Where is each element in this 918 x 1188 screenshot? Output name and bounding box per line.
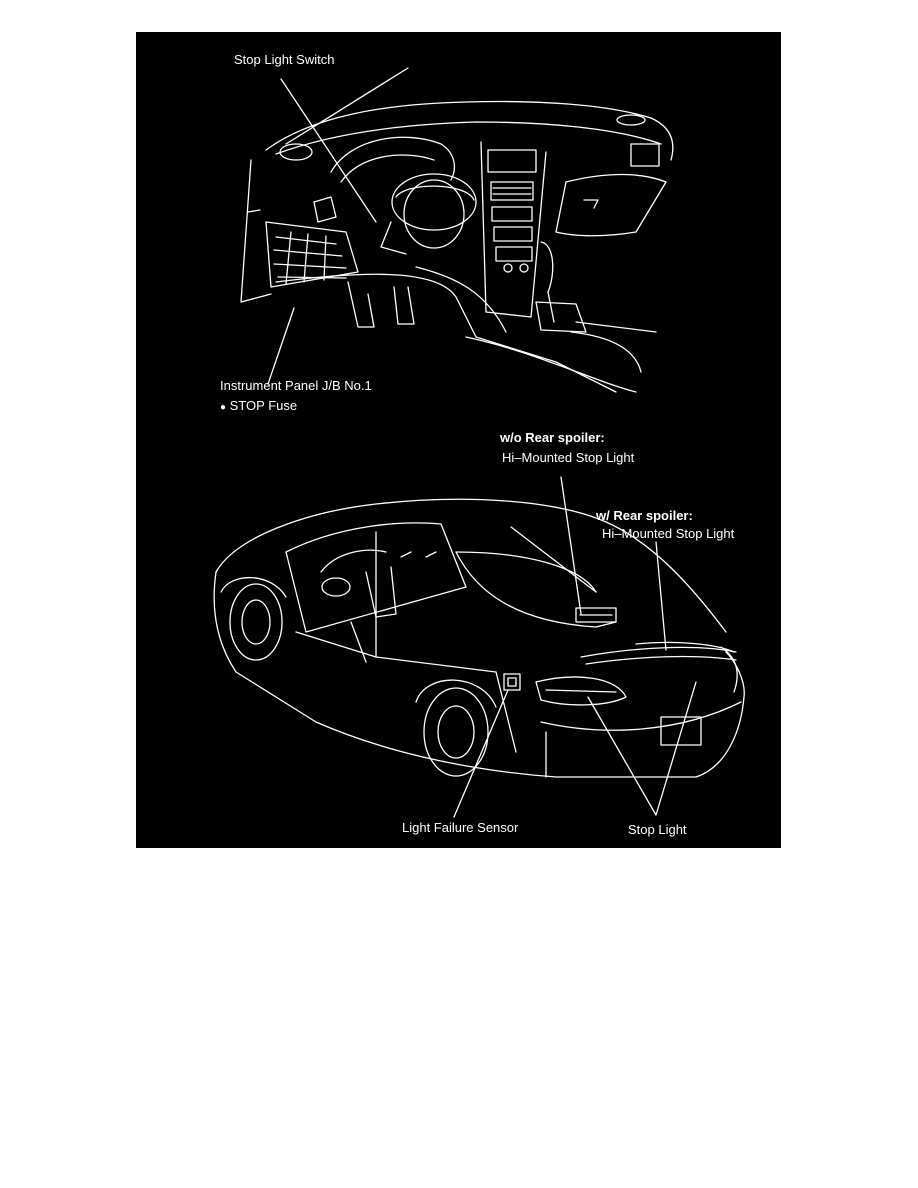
line-art <box>213 67 745 818</box>
label-stop-light: Stop Light <box>628 822 687 837</box>
label-instrument-panel-jb: Instrument Panel J/B No.1 <box>220 378 372 393</box>
car-illustration <box>213 498 745 778</box>
label-wo-rear-spoiler: w/o Rear spoiler: <box>500 430 605 445</box>
label-stop-light-switch: Stop Light Switch <box>234 52 335 67</box>
label-w-rear-spoiler: w/ Rear spoiler: <box>596 508 693 523</box>
label-light-failure-sensor: Light Failure Sensor <box>402 820 519 835</box>
label-hi-mounted-stop-light-1: Hi–Mounted Stop Light <box>502 450 635 465</box>
component-location-diagram: Stop Light Switch Instrument Panel J/B N… <box>136 32 781 848</box>
bottom-leader-lines <box>453 476 697 818</box>
dashboard-illustration <box>240 67 674 393</box>
label-hi-mounted-stop-light-2: Hi–Mounted Stop Light <box>602 526 735 541</box>
label-stop-fuse: ● STOP Fuse <box>220 398 297 416</box>
top-leader-lines <box>267 78 377 385</box>
bullet-icon: ● <box>220 402 227 413</box>
stop-fuse-text: STOP Fuse <box>229 398 298 413</box>
